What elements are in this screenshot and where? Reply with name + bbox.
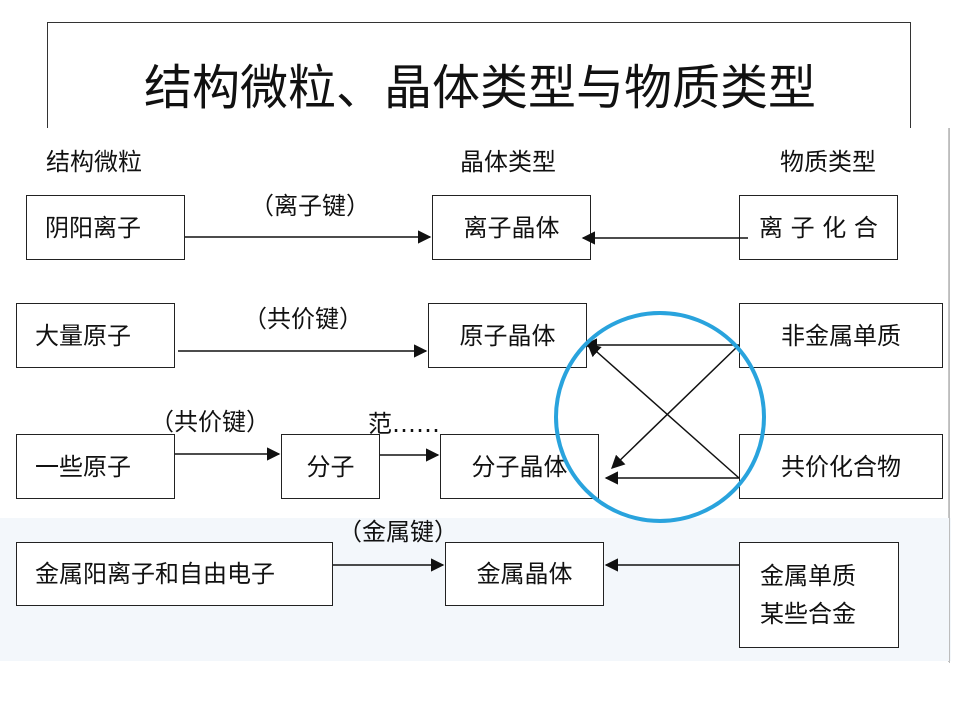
box-metallic-crystal: 金属晶体	[445, 542, 604, 606]
box-metallic-particle: 金属阳离子和自由电子	[16, 542, 333, 606]
box-molecular-crystal-label: 分子晶体	[471, 452, 568, 481]
header-substance: 物质类型	[780, 148, 876, 176]
box-ionic-particle: 阴阳离子	[26, 195, 185, 260]
box-metallic-substance-line2: 某些合金	[760, 600, 856, 628]
box-ionic-particle-label: 阴阳离子	[45, 213, 141, 242]
bond-label-covalent-atomic: （共价键）	[243, 305, 363, 333]
box-atomic-substance: 非金属单质	[739, 303, 943, 368]
title-box	[47, 22, 911, 130]
box-molecular-substance: 共价化合物	[739, 434, 943, 499]
arrow-cross-nonmetal-to-molecular	[611, 344, 740, 469]
panel-edge	[949, 128, 950, 663]
bond-label-covalent-molecular: （共价键）	[150, 408, 270, 436]
highlight-circle	[554, 311, 766, 523]
box-molecular-particle: 一些原子	[16, 434, 175, 499]
box-atomic-crystal-label: 原子晶体	[459, 321, 556, 350]
box-molecular-substance-label: 共价化合物	[781, 452, 901, 481]
box-metallic-crystal-label: 金属晶体	[476, 560, 573, 588]
bond-label-metallic: （金属键）	[338, 518, 458, 546]
box-molecule: 分子	[281, 434, 380, 499]
note-vanderwaals: 范……	[368, 410, 440, 438]
header-crystal: 晶体类型	[460, 148, 556, 176]
box-atomic-particle-label: 大量原子	[35, 321, 131, 350]
box-ionic-crystal: 离子晶体	[432, 195, 591, 260]
box-ionic-substance: 离 子 化 合	[739, 195, 898, 260]
arrow-cross-covalent-to-atomic	[586, 343, 740, 479]
box-atomic-crystal: 原子晶体	[428, 303, 587, 368]
box-metallic-particle-label: 金属阳离子和自由电子	[35, 560, 275, 588]
box-metallic-substance: 金属单质 某些合金	[739, 542, 899, 648]
box-molecule-label: 分子	[306, 452, 355, 481]
header-particles: 结构微粒	[46, 148, 142, 176]
bond-label-ionic: （离子键）	[250, 192, 370, 220]
box-atomic-substance-label: 非金属单质	[781, 321, 901, 350]
box-metallic-substance-line1: 金属单质	[760, 562, 856, 590]
box-molecular-particle-label: 一些原子	[35, 452, 131, 481]
box-ionic-substance-label: 离 子 化 合	[759, 213, 878, 242]
box-atomic-particle: 大量原子	[16, 303, 175, 368]
box-ionic-crystal-label: 离子晶体	[463, 213, 560, 242]
slide-title: 结构微粒、晶体类型与物质类型	[143, 60, 816, 116]
box-molecular-crystal: 分子晶体	[440, 434, 599, 499]
